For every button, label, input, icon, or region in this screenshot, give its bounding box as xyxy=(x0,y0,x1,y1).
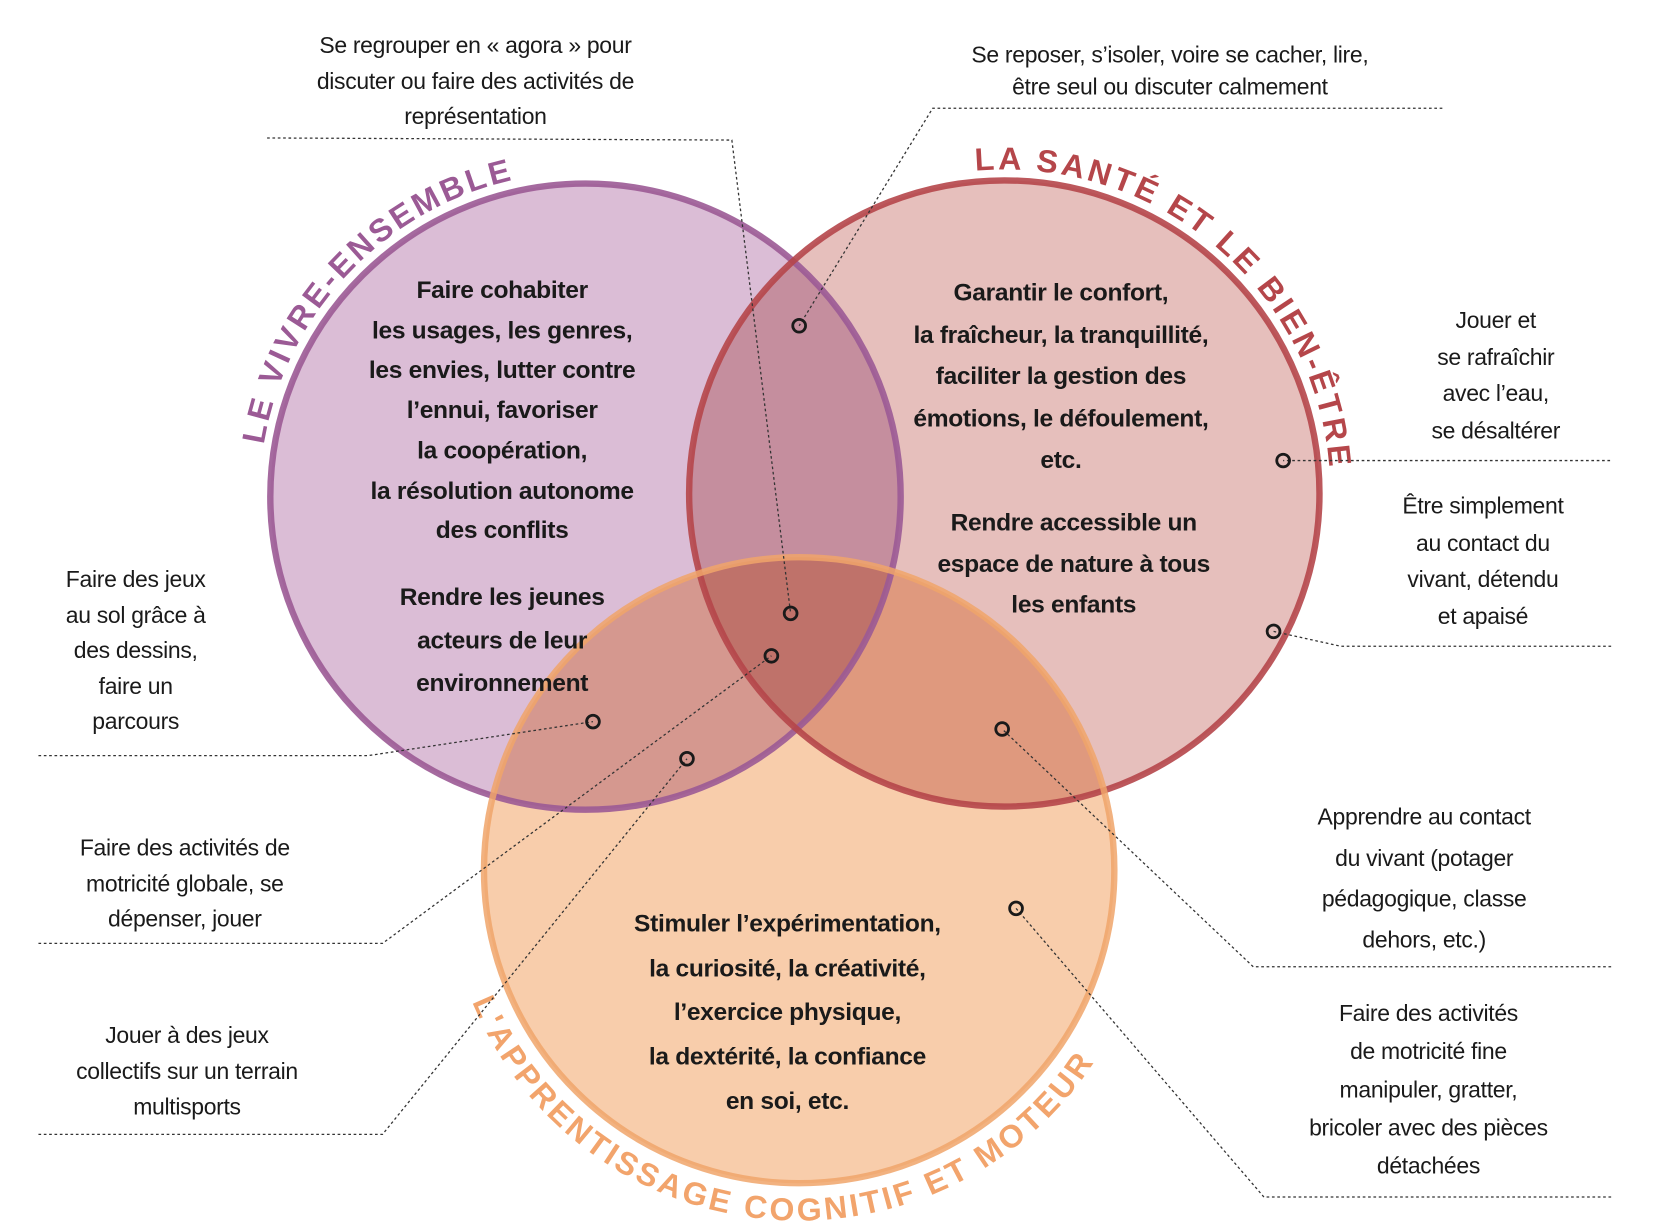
marker-reposer xyxy=(791,318,807,334)
vivre-text-1-line: l’ennui, favoriser xyxy=(406,395,598,424)
label-motricite-fine-line: de motricité fine xyxy=(1350,1038,1507,1065)
leader-jeux-collectifs xyxy=(38,758,688,1136)
vivre-text-2-line: acteurs de leur xyxy=(417,625,588,654)
label-agora-line: Se regrouper en « agora » pour xyxy=(319,32,632,59)
label-jeux-collectifs-line: multisports xyxy=(133,1094,241,1120)
marker-jeux-sol xyxy=(585,713,601,730)
vivre-text-1-line: les usages, les genres, xyxy=(371,315,633,344)
marker-apprendre xyxy=(994,721,1010,737)
sante-text-1-line: la fraîcheur, la tranquillité, xyxy=(913,319,1209,348)
circle-vivre-outline xyxy=(267,180,904,813)
label-reposer-line: Se reposer, s’isoler, voire se cacher, l… xyxy=(971,42,1369,68)
label-motricite-globale-line: dépenser, jouer xyxy=(108,906,262,932)
sante-text-1-line: etc. xyxy=(1040,445,1082,474)
marker-jeux-collectifs xyxy=(679,751,695,767)
vivre-text-1-line: Faire cohabiter xyxy=(416,275,588,304)
circle-apprentissage-outline xyxy=(480,553,1118,1187)
vivre-text-2-line: environnement xyxy=(416,668,589,697)
vivre-text-1-line: les envies, lutter contre xyxy=(368,355,636,384)
marker-agora xyxy=(782,605,799,622)
sante-text-2: Rendre accessible un espace de nature à t… xyxy=(796,502,1352,625)
label-motricite-fine-line: manipuler, gratter, xyxy=(1339,1077,1518,1103)
label-jeux-collectifs-line: Jouer à des jeux xyxy=(105,1022,269,1049)
marker-vivant xyxy=(1265,623,1282,640)
label-reposer-line: être seul ou discuter calmement xyxy=(1012,74,1328,100)
leader-motricite-fine xyxy=(1015,907,1612,1198)
label-eau-line: se désaltérer xyxy=(1431,417,1561,444)
label-jeux-sol-line: faire un xyxy=(98,673,173,699)
apprentissage-text-1-line: la dextérité, la confiance xyxy=(648,1042,926,1070)
label-apprendre-line: pédagogique, classe xyxy=(1321,886,1527,913)
marker-motricite-globale xyxy=(763,648,780,664)
apprentissage-text-1-line: en soi, etc. xyxy=(725,1086,849,1115)
label-apprendre-line: du vivant (potager xyxy=(1335,845,1514,871)
label-apprendre: Apprendre au contact du vivant (potager pé… xyxy=(1146,797,1656,961)
apprentissage-text-1-line: Stimuler l’expérimentation, xyxy=(634,909,941,938)
leader-vivant xyxy=(1273,630,1612,647)
label-jeux-sol-line: parcours xyxy=(92,708,180,735)
leader-motricite-globale xyxy=(38,655,772,945)
label-agora-line: discuter ou faire des activités de xyxy=(316,68,635,94)
label-vivant: Être simplement au contact du vivant, déte… xyxy=(1205,488,1656,635)
label-motricite-fine: Faire des activités de motricité fine mani… xyxy=(1151,994,1656,1185)
marker-motricite-fine xyxy=(1008,900,1024,917)
label-motricite-globale: Faire des activités de motricité globale,… xyxy=(0,831,463,938)
leader-apprendre xyxy=(1001,728,1612,968)
label-motricite-globale-line: motricité globale, se xyxy=(86,870,284,897)
apprentissage-text-1: Stimuler l’expérimentation, la curiosité,… xyxy=(510,902,1066,1123)
sante-text-1-line: émotions, le défoulement, xyxy=(913,403,1209,432)
label-motricite-globale-line: Faire des activités de xyxy=(79,835,290,861)
sante-text-1: Garantir le confort, la fraîcheur, la tra… xyxy=(783,272,1339,482)
label-vivant-line: vivant, détendu xyxy=(1407,567,1559,593)
label-jeux-sol-line: au sol grâce à xyxy=(65,602,206,628)
label-jeux-sol: Faire des jeux au sol grâce à des dessins,… xyxy=(0,562,413,740)
leader-reposer xyxy=(798,107,1443,327)
label-apprendre-line: Apprendre au contact xyxy=(1317,804,1532,830)
circle-sante-outline xyxy=(685,177,1323,810)
label-jeux-sol-line: des dessins, xyxy=(73,637,198,664)
label-motricite-fine-line: Faire des activités xyxy=(1338,1000,1518,1027)
vivre-text-1-line: la résolution autonome xyxy=(370,475,635,504)
sante-text-1-line: Garantir le confort, xyxy=(953,278,1169,306)
sante-text-2-line: les enfants xyxy=(1011,590,1137,618)
circle-apprentissage xyxy=(483,557,1115,1184)
vivre-text-2: Rendre les jeunes acteurs de leur environn… xyxy=(224,575,780,704)
vivre-text-2-line: Rendre les jeunes xyxy=(399,582,605,611)
vivre-text-1-line: des conflits xyxy=(435,515,569,544)
label-eau: Jouer et se rafraîchir avec l’eau, se désal… xyxy=(1218,302,1656,448)
label-eau-line: se rafraîchir xyxy=(1437,344,1555,370)
label-eau-line: Jouer et xyxy=(1455,307,1537,334)
apprentissage-text-1-line: la curiosité, la créativité, xyxy=(649,953,926,982)
label-vivant-line: et apaisé xyxy=(1437,603,1529,630)
apprentissage-text-1-line: l’exercice physique, xyxy=(673,997,901,1026)
vivre-text-1: Faire cohabiter les usages, les genres, le… xyxy=(224,271,780,551)
label-reposer: Se reposer, s’isoler, voire se cacher, l… xyxy=(892,39,1448,103)
label-agora-line: représentation xyxy=(404,103,547,130)
label-jeux-sol-line: Faire des jeux xyxy=(65,566,206,593)
label-motricite-fine-line: bricoler avec des pièces xyxy=(1309,1115,1548,1141)
label-motricite-fine-line: détachées xyxy=(1376,1153,1481,1179)
label-jeux-collectifs-line: collectifs sur un terrain xyxy=(76,1058,298,1085)
label-agora: Se regrouper en « agora » pour discuter o… xyxy=(198,29,754,136)
vivre-text-1-line: la coopération, xyxy=(417,435,588,464)
leader-agora xyxy=(267,137,792,614)
label-vivant-line: au contact du xyxy=(1416,530,1550,556)
label-jeux-collectifs: Jouer à des jeux collectifs sur un terrai… xyxy=(0,1019,465,1126)
leader-jeux-sol xyxy=(38,720,594,757)
label-eau-line: avec l’eau, xyxy=(1442,380,1550,407)
sante-text-2-line: espace de nature à tous xyxy=(937,549,1211,577)
sante-text-2-line: Rendre accessible un xyxy=(950,508,1198,536)
sante-text-1-line: faciliter la gestion des xyxy=(935,361,1187,390)
label-apprendre-line: dehors, etc.) xyxy=(1362,927,1486,954)
label-vivant-line: Être simplement xyxy=(1402,493,1564,519)
marker-eau xyxy=(1275,452,1291,469)
